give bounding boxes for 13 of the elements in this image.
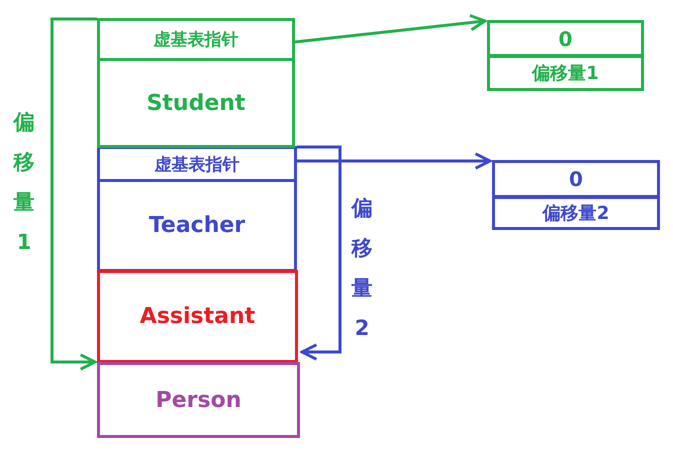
arrow — [297, 146, 342, 361]
pointer-field: 虚基表指针 — [97, 18, 295, 61]
class-field: Person — [97, 362, 300, 438]
arrow — [297, 152, 492, 170]
table-cell: 0 — [492, 160, 660, 198]
class-field: Assistant — [97, 270, 298, 363]
class-field: Teacher — [97, 179, 297, 272]
class-field: Student — [97, 58, 295, 148]
arrow — [294, 14, 486, 44]
table-cell: 偏移量1 — [487, 55, 644, 91]
table-cell: 0 — [487, 20, 644, 57]
arrow — [50, 18, 97, 371]
table-cell: 偏移量2 — [492, 196, 660, 230]
